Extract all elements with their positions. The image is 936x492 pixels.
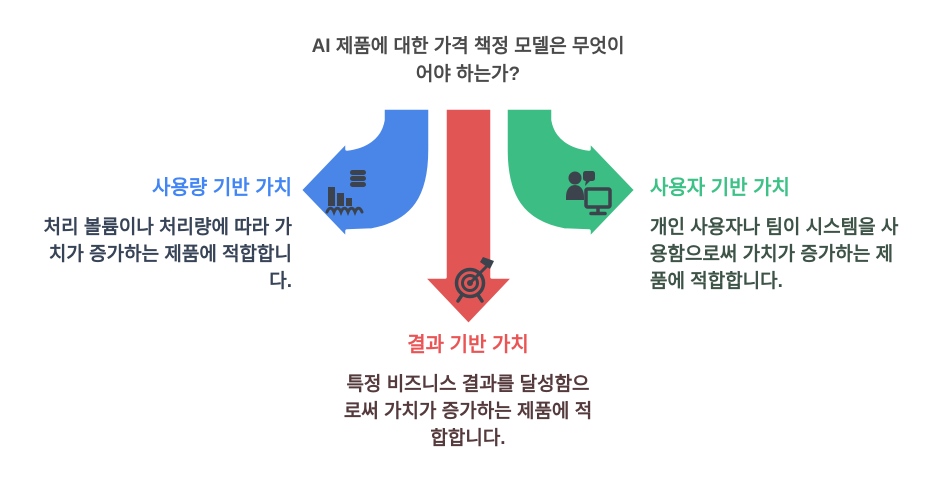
usage-body: 처리 볼륨이나 처리량에 따라 가 치가 증가하는 제품에 적합합니 다. (0, 214, 292, 295)
usage-body-line: 처리 볼륨이나 처리량에 따라 가 (43, 217, 292, 238)
user-body-line: 용함으로써 가치가 증가하는 제 (650, 244, 894, 265)
outcome-body-line: 로써 가치가 증가하는 제품에 적 (343, 401, 593, 422)
bar-chart-database-icon (325, 170, 366, 217)
target-dart-icon (454, 257, 494, 303)
users-monitor-icon (566, 171, 612, 216)
diagram-title-line-2: 어야 하는가? (415, 64, 521, 85)
diagram-title: AI 제품에 대한 가격 책정 모델은 무엇이 어야 하는가? (208, 33, 728, 89)
outcome-body-line: 특정 비즈니스 결과를 달성함으 (346, 374, 590, 395)
usage-heading: 사용량 기반 가치 (152, 177, 292, 199)
user-section: 사용자 기반 가치 개인 사용자나 팀이 시스템을 사 용함으로써 가치가 증가… (650, 176, 936, 295)
outcome-body: 특정 비즈니스 결과를 달성함으 로써 가치가 증가하는 제품에 적 합합니다. (298, 371, 638, 452)
usage-body-line: 다. (269, 271, 292, 292)
outcome-arrow (421, 106, 516, 327)
user-heading: 사용자 기반 가치 (650, 177, 790, 199)
user-body: 개인 사용자나 팀이 시스템을 사 용함으로써 가치가 증가하는 제 품에 적합… (650, 214, 936, 295)
diagram-title-line-1: AI 제품에 대한 가격 책정 모델은 무엇이 (311, 36, 625, 57)
user-body-line: 개인 사용자나 팀이 시스템을 사 (650, 217, 899, 238)
user-body-line: 품에 적합합니다. (650, 271, 783, 292)
outcome-heading: 결과 기반 가치 (407, 334, 529, 356)
usage-section: 사용량 기반 가치 처리 볼륨이나 처리량에 따라 가 치가 증가하는 제품에 … (0, 176, 292, 295)
outcome-body-line: 합합니다. (430, 428, 506, 449)
outcome-section: 결과 기반 가치 특정 비즈니스 결과를 달성함으 로써 가치가 증가하는 제품… (298, 333, 638, 452)
usage-body-line: 치가 증가하는 제품에 적합합니 (48, 244, 292, 265)
